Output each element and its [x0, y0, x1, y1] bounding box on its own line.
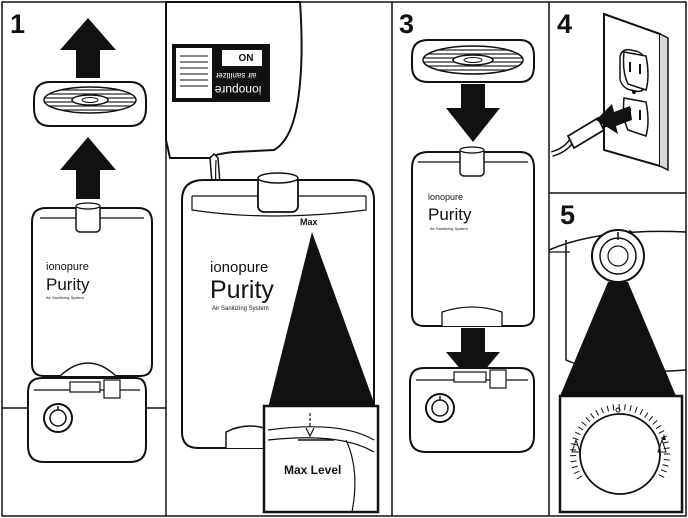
dial-tick — [624, 404, 626, 411]
zoom-callout-pointer — [268, 232, 376, 408]
product-label: Purity — [46, 275, 90, 294]
zoom-callout-pointer — [560, 282, 676, 396]
dial-tick — [573, 470, 580, 474]
dial-tick-marks — [570, 403, 670, 480]
sanitizer-bottle: NO air sanitizer ionopure — [165, 1, 303, 229]
dial-tick — [570, 449, 577, 451]
bottle-line: air sanitizer — [215, 71, 256, 80]
wall-outlet — [603, 12, 669, 172]
base-unit — [409, 367, 535, 453]
dial-tick — [570, 443, 578, 446]
dial-tick — [590, 413, 595, 419]
dial-tick — [585, 417, 591, 423]
subtitle-label: Air Sanitizing System — [430, 226, 468, 231]
base-unit — [27, 377, 147, 463]
panel-4: 4 — [551, 9, 669, 172]
panel-2: 2 NO air sanitizer ionopure Max — [165, 1, 380, 514]
step-3-number: 3 — [399, 9, 414, 39]
dial-tick — [577, 426, 584, 431]
dial-tick — [662, 441, 669, 444]
water-tank: ionopure Purity Air Sanitizing System — [31, 202, 153, 377]
lid — [411, 39, 535, 83]
subtitle-label: Air Sanitizing System — [212, 306, 269, 312]
dial-tick — [652, 420, 658, 425]
panel-3: 3 ionopure Purity Air Sanitizing System — [399, 9, 535, 453]
step-1-number: 1 — [10, 9, 25, 39]
max-level-zoom: Max Level — [262, 404, 380, 514]
dial-tick — [612, 404, 615, 411]
dial-tick — [660, 435, 667, 439]
panel-5: 5 — [548, 200, 687, 514]
dial-tick — [595, 410, 600, 416]
step-4-number: 4 — [557, 9, 572, 39]
lid — [33, 81, 147, 127]
dial-tick — [571, 465, 578, 469]
panel-1: 1 ionopure Purity Air Sanitizing System — [10, 9, 153, 463]
dial-tick — [600, 407, 604, 414]
dial-zoom — [558, 394, 684, 514]
dial-tick — [648, 415, 654, 422]
dial-tick — [606, 405, 610, 412]
dial-tick — [639, 409, 644, 416]
product-label: Purity — [210, 276, 274, 304]
dial-tick — [658, 474, 665, 478]
product-label: Purity — [428, 205, 472, 224]
water-tank: ionopure Purity Air Sanitizing System — [411, 146, 535, 327]
max-label-zoom: Max Level — [284, 463, 341, 477]
brand-label: ionopure — [210, 259, 268, 276]
dial-tick — [581, 421, 587, 427]
bottle-brand: ionopure — [214, 83, 261, 97]
dial-tick — [660, 469, 667, 473]
lower-arrow-icon — [446, 328, 500, 384]
brand-label: ionopure — [428, 192, 463, 202]
lift-arrow-icon — [60, 18, 116, 78]
lower-arrow-icon — [446, 84, 500, 142]
dial-tick — [634, 406, 638, 413]
base-closeup — [548, 229, 687, 396]
step-5-number: 5 — [560, 200, 575, 230]
dial-tick — [576, 475, 583, 480]
bottle-badge: NO — [238, 51, 253, 62]
dial-tick — [574, 431, 581, 436]
dial-tick — [655, 424, 662, 430]
max-label-small: Max — [300, 217, 318, 227]
dial-tick — [662, 464, 669, 467]
lift-arrow-icon — [60, 137, 116, 199]
subtitle-label: Air Sanitizing System — [46, 295, 84, 300]
dial-tick — [572, 437, 579, 441]
insert-arrow-icon — [596, 104, 632, 134]
power-plug — [551, 115, 611, 157]
water-tank-large: Max ionopure Purity Air Sanitizing Syste… — [181, 172, 376, 449]
dial-tick — [629, 405, 632, 412]
dial-tick — [663, 458, 670, 461]
dial-tick — [658, 430, 665, 434]
dial-tick — [570, 460, 577, 463]
dial-tick — [644, 412, 649, 418]
brand-label: ionopure — [46, 261, 89, 273]
dial-tick — [663, 447, 670, 450]
